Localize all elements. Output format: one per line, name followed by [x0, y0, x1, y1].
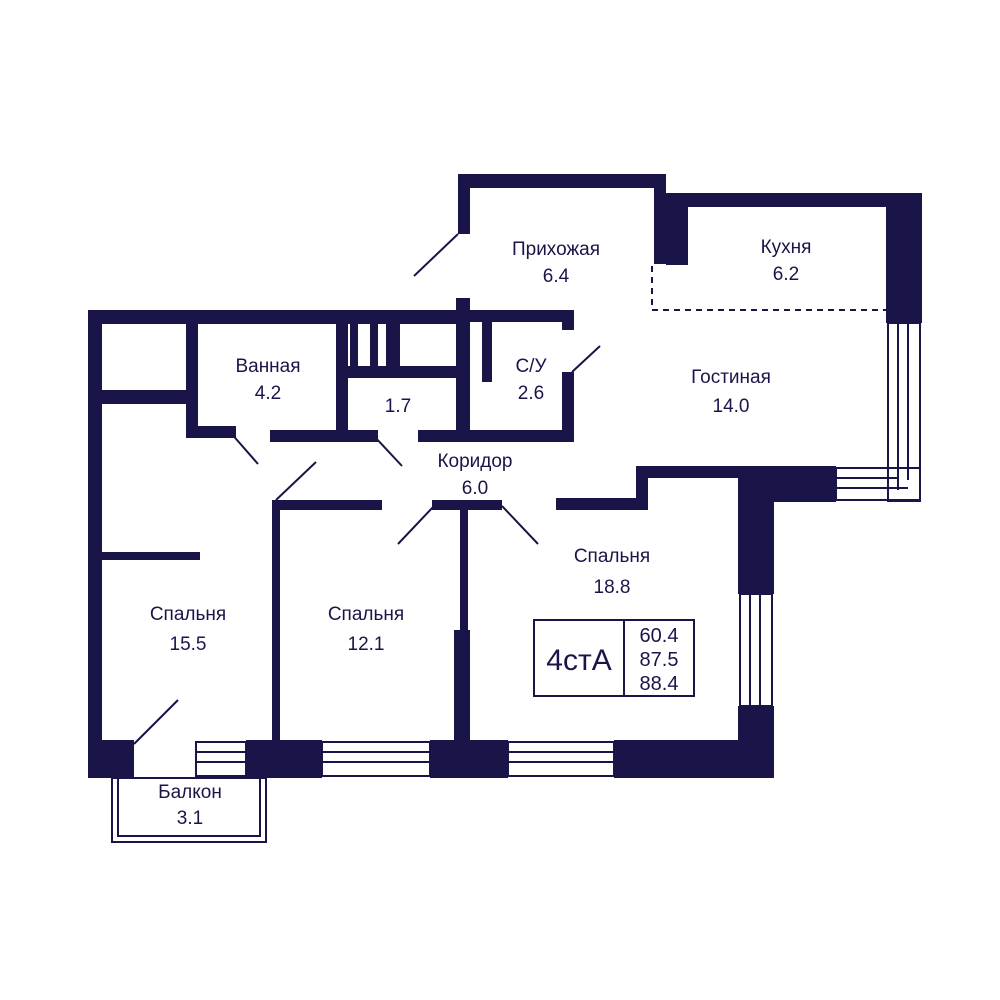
- wall: [456, 338, 470, 434]
- balcony-name: Балкон: [158, 782, 222, 803]
- bedroom-mid-area: 12.1: [348, 634, 385, 655]
- door-bedroom-mid: [397, 505, 435, 545]
- bedroom-mid-name: Спальня: [328, 604, 404, 625]
- wall: [88, 740, 134, 778]
- corridor-area: 6.0: [462, 478, 488, 499]
- wall: [614, 740, 774, 778]
- wall: [246, 740, 322, 778]
- wall: [654, 174, 666, 264]
- wall: [460, 500, 468, 630]
- door-bathroom: [229, 431, 259, 465]
- wall: [350, 322, 358, 366]
- living-area: 14.0: [713, 396, 750, 417]
- door-swings: [133, 233, 601, 745]
- wall: [430, 740, 508, 778]
- wall: [562, 372, 574, 442]
- storage-area: 1.7: [385, 396, 411, 417]
- windows: [111, 322, 921, 843]
- door-bedroom-large: [501, 505, 539, 545]
- wall: [336, 366, 458, 378]
- door-wc: [571, 345, 601, 373]
- hallway-area: 6.4: [543, 266, 570, 287]
- apartment-type-box: 4стА 60.4 87.5 88.4: [533, 619, 695, 697]
- wall: [102, 552, 200, 560]
- area-living: 60.4: [640, 625, 679, 647]
- kitchen-area: 6.2: [773, 264, 799, 285]
- bathroom-area: 4.2: [255, 383, 281, 404]
- wall: [88, 310, 102, 740]
- window: [739, 593, 773, 707]
- room-labels: Прихожая 6.4 Кухня 6.2 Ванная 4.2 1.7 С/…: [150, 237, 812, 829]
- wall: [458, 174, 470, 234]
- living-name: Гостиная: [691, 367, 771, 388]
- corridor-name: Коридор: [437, 451, 512, 472]
- bedroom-left-name: Спальня: [150, 604, 226, 625]
- door-entrance: [413, 233, 459, 277]
- wall: [88, 390, 198, 404]
- bedroom-large-name: Спальня: [574, 546, 650, 567]
- apartment-type: 4стА: [546, 644, 611, 677]
- bedroom-left-area: 15.5: [170, 634, 207, 655]
- hallway-name: Прихожая: [512, 239, 600, 260]
- wall: [482, 322, 492, 382]
- window: [195, 741, 247, 777]
- type-box-frame: [533, 619, 695, 697]
- door-storage: [373, 435, 403, 467]
- balcony-area: 3.1: [177, 808, 203, 829]
- wall: [186, 426, 236, 438]
- wall: [470, 310, 574, 322]
- wall: [418, 430, 574, 442]
- wall: [272, 500, 382, 510]
- wall: [456, 298, 470, 338]
- window: [835, 467, 921, 501]
- wall: [738, 466, 836, 502]
- bedroom-large-area: 18.8: [594, 577, 631, 598]
- area-with-balcony: 88.4: [640, 673, 679, 695]
- door-bedroom-left: [275, 461, 317, 501]
- wall: [886, 193, 922, 323]
- wall: [270, 430, 378, 442]
- kitchen-name: Кухня: [761, 237, 812, 258]
- wall: [666, 193, 922, 207]
- window: [321, 741, 431, 777]
- wall: [562, 310, 574, 330]
- bathroom-name: Ванная: [235, 356, 300, 377]
- wall: [386, 322, 400, 368]
- walls: [88, 174, 922, 778]
- kitchen-divider: [651, 266, 886, 311]
- door-balcony: [133, 699, 179, 745]
- wall: [186, 310, 198, 404]
- wall: [370, 322, 378, 366]
- wall: [666, 207, 688, 265]
- wall: [272, 500, 280, 740]
- wall: [454, 630, 470, 740]
- wc-name: С/У: [515, 356, 547, 377]
- wall: [458, 174, 666, 188]
- wall: [88, 310, 470, 324]
- wall: [738, 526, 774, 594]
- area-total: 87.5: [640, 649, 679, 671]
- window: [507, 741, 615, 777]
- window: [887, 322, 921, 502]
- wc-area: 2.6: [518, 383, 544, 404]
- wall: [556, 498, 648, 510]
